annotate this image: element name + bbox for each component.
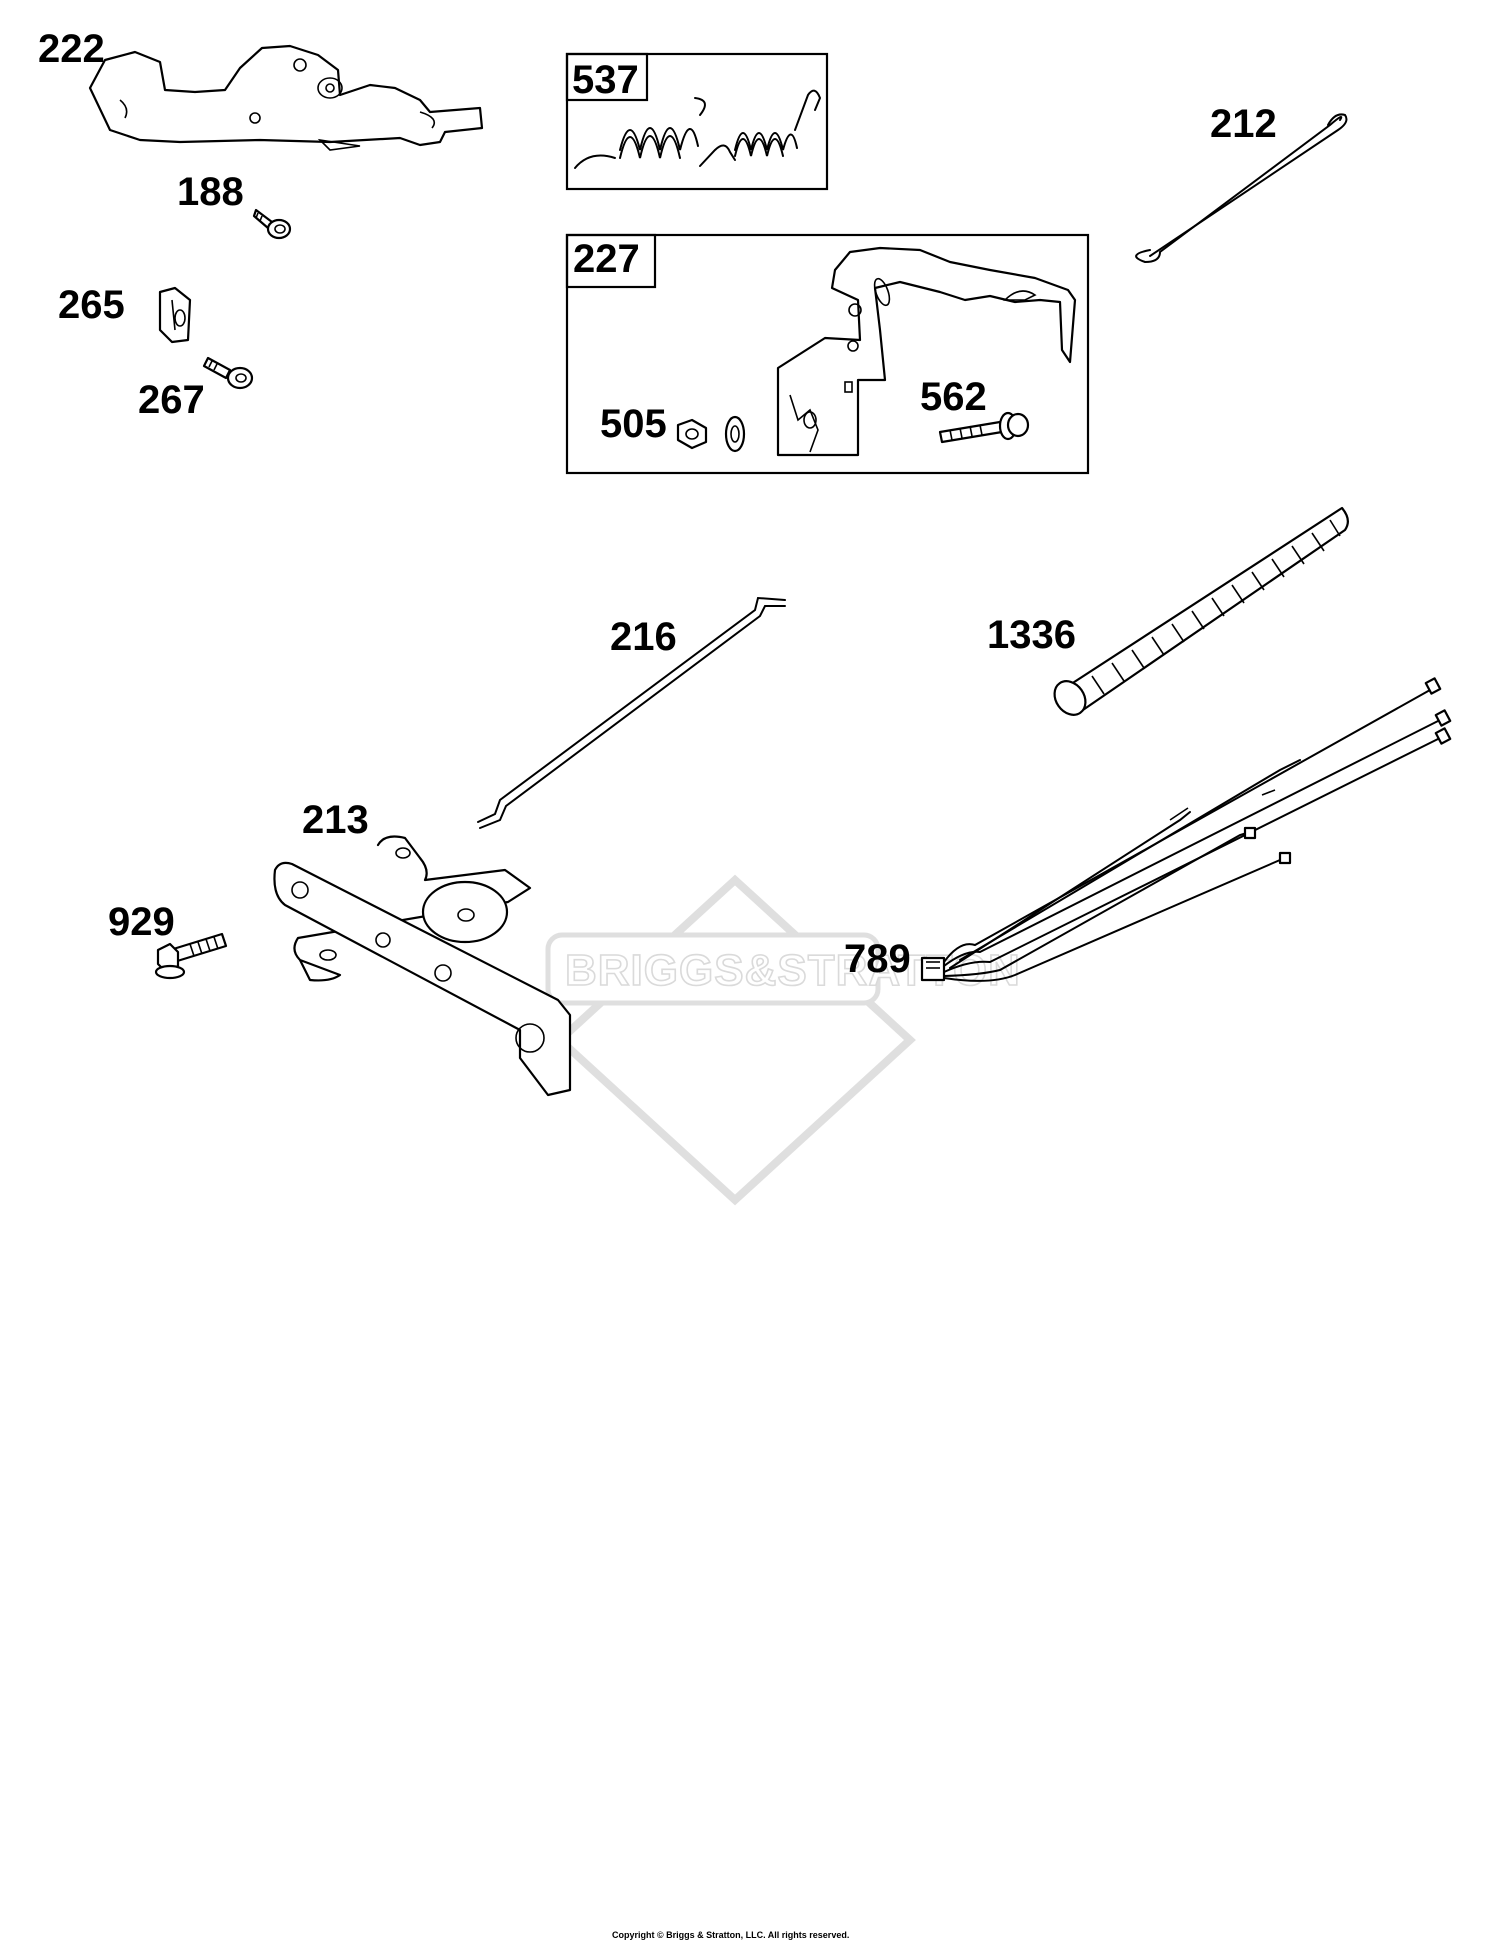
part-227-lever[interactable] <box>776 246 1077 457</box>
part-213-bracket[interactable] <box>273 835 572 1097</box>
part-505-washer[interactable] <box>724 415 746 453</box>
part-216-governor-rod[interactable] <box>477 596 786 829</box>
callout-212: 212 <box>1210 102 1277 146</box>
part-1336-sleeve[interactable] <box>1048 506 1349 721</box>
callout-216: 216 <box>610 615 677 659</box>
part-929-bolt[interactable] <box>154 932 228 980</box>
callout-505: 505 <box>600 402 667 446</box>
kit-box-227 <box>565 233 1090 475</box>
part-267-screw[interactable] <box>202 356 254 390</box>
part-188-screw[interactable] <box>252 208 292 240</box>
part-562-screw[interactable] <box>938 411 1030 444</box>
callout-929: 929 <box>108 900 175 944</box>
callout-1336: 1336 <box>987 613 1076 657</box>
callout-267: 267 <box>138 378 205 422</box>
callout-537: 537 <box>572 58 639 102</box>
copyright-text: Copyright © Briggs & Stratton, LLC. All … <box>612 1930 849 1940</box>
part-212-link-rod[interactable] <box>1135 113 1348 264</box>
kit-label-box-227 <box>565 233 657 289</box>
kit-label-box-537 <box>565 52 649 102</box>
callout-227: 227 <box>573 237 640 281</box>
callout-562: 562 <box>920 375 987 419</box>
part-222-bracket[interactable] <box>88 44 484 151</box>
briggs-stratton-watermark: BRIGGS&STRATTON <box>545 874 1021 1206</box>
part-505-nut[interactable] <box>676 418 708 450</box>
kit-box-537 <box>565 52 829 191</box>
callout-265: 265 <box>58 283 125 327</box>
harness-connector <box>920 956 946 982</box>
callout-222: 222 <box>38 27 105 71</box>
callout-789: 789 <box>844 937 911 981</box>
part-789-wire-harness[interactable] <box>920 677 1452 982</box>
part-537-springs[interactable] <box>574 89 822 169</box>
part-265-clamp[interactable] <box>158 286 192 344</box>
callout-188: 188 <box>177 170 244 214</box>
callout-213: 213 <box>302 798 369 842</box>
